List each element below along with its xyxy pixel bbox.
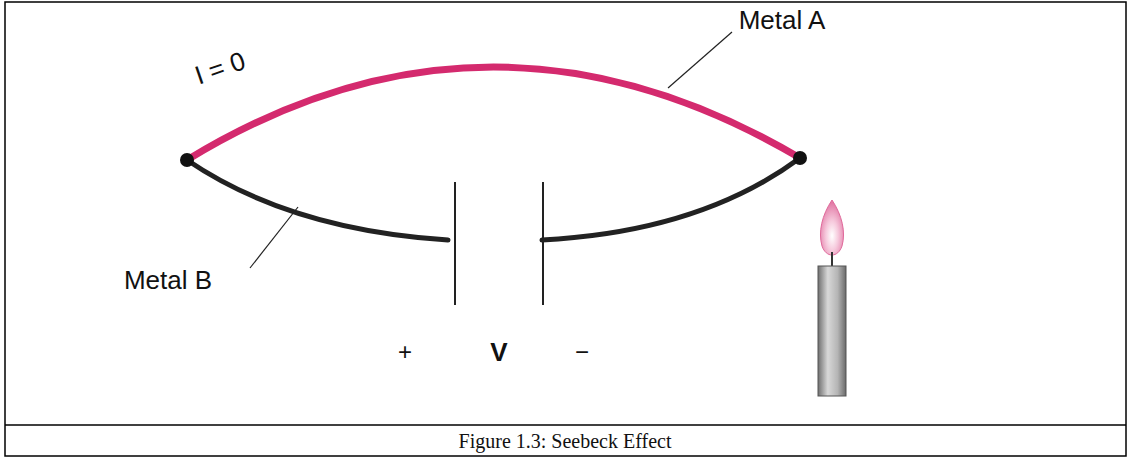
part-label: Metal A bbox=[739, 7, 826, 33]
caption-divider bbox=[5, 424, 1126, 426]
figure-caption: Figure 1.3: Seebeck Effect bbox=[459, 431, 672, 451]
candle bbox=[818, 200, 846, 396]
metal-b-wire bbox=[542, 158, 800, 240]
current-label: I = 0 bbox=[192, 47, 249, 88]
part-label: Metal B bbox=[124, 267, 212, 293]
polarity-sign: − bbox=[575, 340, 589, 364]
leader-line bbox=[668, 32, 732, 88]
polarity-sign: + bbox=[398, 340, 412, 364]
junction-dot bbox=[793, 151, 807, 165]
junction-dot bbox=[180, 153, 194, 167]
leader-line bbox=[250, 207, 298, 268]
metal-b-wire bbox=[187, 160, 448, 240]
metal-a-wire bbox=[187, 67, 800, 160]
voltage-symbol: V bbox=[490, 339, 507, 365]
terminal-plate bbox=[454, 182, 456, 305]
terminal-plate bbox=[542, 182, 544, 305]
figure-frame bbox=[5, 2, 1126, 456]
